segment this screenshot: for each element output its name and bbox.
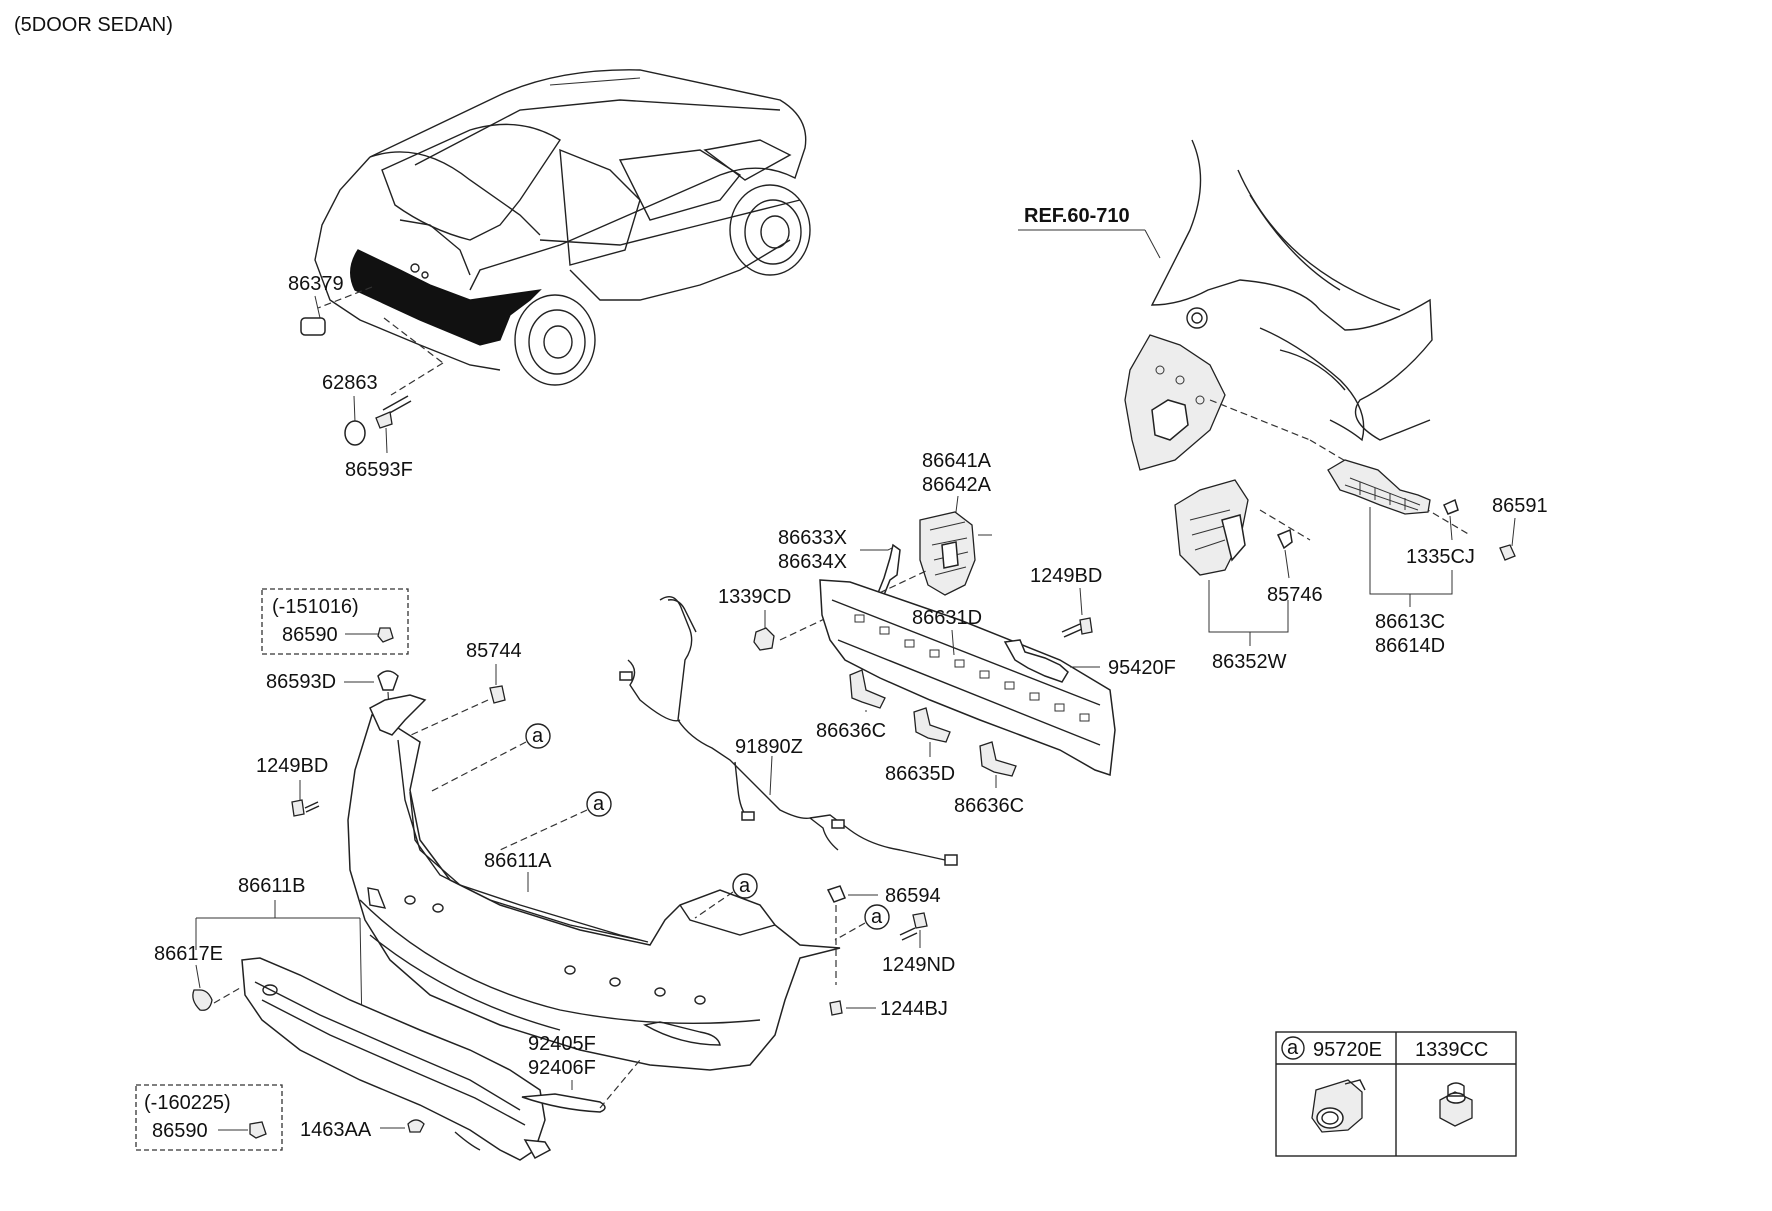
label-1339CD: 1339CD [718, 586, 791, 608]
clip-85744-icon [489, 685, 506, 704]
legend-part-1339CC: 1339CC [1415, 1039, 1488, 1061]
nut-1339CD-icon [753, 627, 775, 651]
label-86591: 86591 [1492, 495, 1548, 517]
callout-a-1: a [429, 723, 551, 793]
screw-86591-icon [1499, 544, 1516, 561]
label-86631D: 86631D [912, 607, 982, 629]
label-86593D: 86593D [266, 671, 336, 693]
label-1249BD-lower: 1249BD [256, 755, 328, 777]
variant-title: (5DOOR SEDAN) [14, 14, 173, 36]
bracket-86636C-lower [979, 741, 1017, 777]
label-86642A: 86642A [922, 474, 992, 496]
variant-box-160225-part: 86590 [152, 1120, 208, 1142]
label-1335CJ: 1335CJ [1406, 546, 1475, 568]
svg-text:a: a [593, 793, 605, 815]
bolt-1249BD-lower-icon [291, 799, 305, 817]
legend-part-95720E: 95720E [1313, 1039, 1382, 1061]
label-86352W: 86352W [1212, 651, 1287, 673]
label-86614D: 86614D [1375, 635, 1445, 657]
bumper-reinforcement-beam [819, 579, 1116, 777]
bolt-1249BD-upper-icon [1079, 617, 1093, 635]
svg-text:a: a [532, 725, 544, 747]
label-86611B: 86611B [238, 875, 305, 897]
bolt-1249ND-icon [912, 912, 928, 929]
label-92406F: 92406F [528, 1057, 596, 1079]
bolt-1244BJ-icon [829, 1000, 843, 1016]
callout-a-4: a [834, 904, 890, 941]
rear-bumper-cover [347, 713, 841, 1071]
parking-sensor-wiring-harness [659, 596, 956, 863]
bracket-86636C-upper [849, 669, 886, 709]
label-86593F: 86593F [345, 459, 413, 481]
label-86636C-upper: 86636C [816, 720, 886, 742]
label-86634X: 86634X [778, 551, 847, 573]
quarter-panel [1150, 139, 1433, 441]
variant-box-151016-range: (-151016) [272, 596, 359, 618]
label-85746: 85746 [1267, 584, 1323, 606]
callout-a-2: a [499, 791, 612, 851]
bumper-upper-left-flange [369, 694, 427, 736]
label-92405F: 92405F [528, 1033, 596, 1055]
clip-86590-upper-icon [377, 627, 394, 643]
label-62863: 62863 [322, 372, 378, 394]
variant-box-160225-range: (-160225) [144, 1092, 231, 1114]
svg-text:a: a [739, 875, 751, 897]
parking-sensor-icon [1311, 1079, 1366, 1133]
label-86636C-lower: 86636C [954, 795, 1024, 817]
legend-table: a 95720E 1339CC [1275, 1031, 1517, 1157]
reflector-92405F [521, 1093, 606, 1113]
variant-box-151016-part: 86590 [282, 624, 338, 646]
o-ring-icon [344, 420, 366, 446]
fastener-86593D-icon [377, 670, 399, 691]
label-86617E: 86617E [154, 943, 223, 965]
label-1244BJ: 1244BJ [880, 998, 948, 1020]
screw-86593F-icon [382, 395, 412, 416]
cap-86617E-icon [192, 989, 213, 1011]
label-1463AA: 1463AA [300, 1119, 372, 1141]
bracket-95420F [1003, 639, 1069, 683]
label-86633X: 86633X [778, 527, 847, 549]
beam-holes [854, 614, 1090, 722]
label-86641A: 86641A [922, 450, 992, 472]
clip-86594-icon [826, 885, 846, 903]
vehicle-illustration [314, 69, 811, 396]
label-86594: 86594 [885, 885, 941, 907]
clip-1335CJ-icon [1443, 498, 1459, 515]
label-86613C: 86613C [1375, 611, 1445, 633]
clip-85746-icon [1276, 528, 1293, 550]
label-1249ND: 1249ND [882, 954, 955, 976]
clip-1463AA-icon [407, 1119, 425, 1133]
label-85744: 85744 [466, 640, 522, 662]
label-86611A: 86611A [484, 850, 552, 872]
label-1249BD-upper: 1249BD [1030, 565, 1102, 587]
nut-1339CC-icon [1439, 1082, 1473, 1127]
clip-86590-lower-icon [249, 1121, 267, 1139]
cap-86379-icon [300, 317, 326, 336]
svg-text:a: a [871, 906, 883, 928]
label-91890Z: 91890Z [735, 736, 803, 758]
variant-box-160225 [135, 1084, 283, 1151]
reference-label: REF.60-710 [1024, 205, 1130, 227]
label-95420F: 95420F [1108, 657, 1176, 679]
bracket-86635D [913, 707, 951, 743]
label-86379: 86379 [288, 273, 344, 295]
legend-marker: a [1287, 1037, 1299, 1059]
variant-box-151016 [261, 588, 409, 655]
label-86635D: 86635D [885, 763, 955, 785]
bracket-86613C [1327, 459, 1431, 515]
callout-a-3: a [694, 873, 758, 919]
